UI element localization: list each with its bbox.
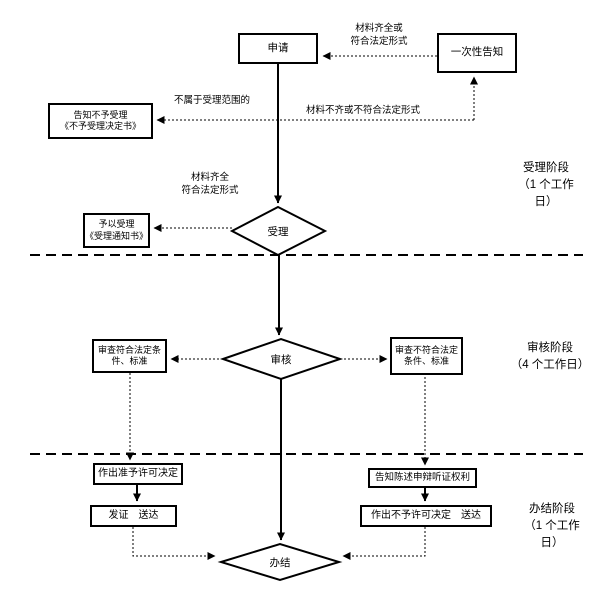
accept-diamond-shape bbox=[229, 205, 328, 257]
review-pass-line1: 审查符合法定条 bbox=[97, 344, 161, 355]
stage-label-finish: 办结阶段 （1 个工作 日） bbox=[512, 501, 592, 552]
review-fail-line2: 条件、标准 bbox=[403, 356, 449, 366]
edge-issue-to-finish bbox=[132, 527, 216, 560]
accept-diamond-label: 受理 bbox=[267, 226, 289, 238]
stage-label-accept: 受理阶段 （1 个工作 日） bbox=[506, 160, 586, 211]
accept-notice-line2: 《受理通知书》 bbox=[85, 230, 149, 241]
review-pass-box: 审查符合法定条 件、标准 bbox=[92, 339, 167, 373]
review-fail-line1: 审查不符合法定 bbox=[394, 344, 458, 355]
finish-diamond-label: 办结 bbox=[269, 557, 291, 569]
stage-finish-line3: 日） bbox=[540, 537, 564, 549]
deny-decision-label: 作出不予许可决定 送达 bbox=[371, 509, 481, 521]
materials-incomplete-label: 材料不齐或不符合法定形式 bbox=[305, 105, 420, 116]
stage-label-review: 审核阶段 （4 个工作日） bbox=[503, 340, 597, 374]
stage-review-line1: 审核阶段 bbox=[527, 342, 573, 354]
materials-complete-label: 材料齐全 符合法定形式 bbox=[178, 171, 242, 197]
not-in-scope-label: 不属于受理范围的 bbox=[173, 95, 250, 106]
accept-notice-box: 予以受理 《受理通知书》 bbox=[83, 213, 150, 248]
materials-complete-line1: 材料齐全 bbox=[190, 172, 229, 183]
stage-finish-line1: 办结阶段 bbox=[529, 503, 575, 515]
review-fail-box: 审查不符合法定 条件、标准 bbox=[390, 337, 463, 375]
grant-decision-box: 作出准予许可决定 bbox=[93, 463, 183, 485]
stage-accept-line1: 受理阶段 bbox=[523, 162, 569, 174]
stage-finish-line2: （1 个工作 bbox=[524, 520, 580, 532]
apply-box: 申请 bbox=[238, 33, 318, 64]
grant-decision-label: 作出准予许可决定 bbox=[98, 467, 178, 479]
review-diamond-label: 审核 bbox=[270, 354, 292, 366]
materials-complete-or-line1: 材料齐全或 bbox=[355, 23, 403, 34]
materials-complete-line2: 符合法定形式 bbox=[181, 185, 239, 196]
inform-rights-label: 告知陈述申辩听证权利 bbox=[374, 472, 470, 484]
issue-deliver-box: 发证 送达 bbox=[90, 505, 177, 527]
issue-deliver-label: 发证 送达 bbox=[108, 509, 159, 521]
reject-notice-line1: 告知不予受理 bbox=[73, 109, 128, 120]
inform-rights-box: 告知陈述申辩听证权利 bbox=[368, 468, 477, 488]
stage-accept-line3: 日） bbox=[534, 196, 558, 208]
review-pass-line2: 件、标准 bbox=[111, 356, 148, 366]
materials-complete-or-label: 材料齐全或 符合法定形式 bbox=[336, 22, 422, 48]
review-diamond-shape bbox=[219, 337, 344, 381]
accept-notice-line1: 予以受理 bbox=[98, 219, 135, 230]
deny-decision-box: 作出不予许可决定 送达 bbox=[360, 505, 492, 527]
one-time-notice-label: 一次性告知 bbox=[450, 46, 504, 59]
reject-notice-box: 告知不予受理 《不予受理决定书》 bbox=[48, 103, 153, 139]
stage-accept-line2: （1 个工作 bbox=[518, 179, 574, 191]
one-time-notice-box: 一次性告知 bbox=[437, 33, 517, 73]
edge-deny-to-finish bbox=[342, 527, 426, 560]
apply-label: 申请 bbox=[267, 41, 289, 54]
materials-complete-or-line2: 符合法定形式 bbox=[350, 36, 408, 47]
finish-diamond-shape bbox=[217, 542, 343, 582]
reject-notice-line2: 《不予受理决定书》 bbox=[59, 121, 141, 131]
stage-review-line2: （4 个工作日） bbox=[510, 359, 590, 371]
